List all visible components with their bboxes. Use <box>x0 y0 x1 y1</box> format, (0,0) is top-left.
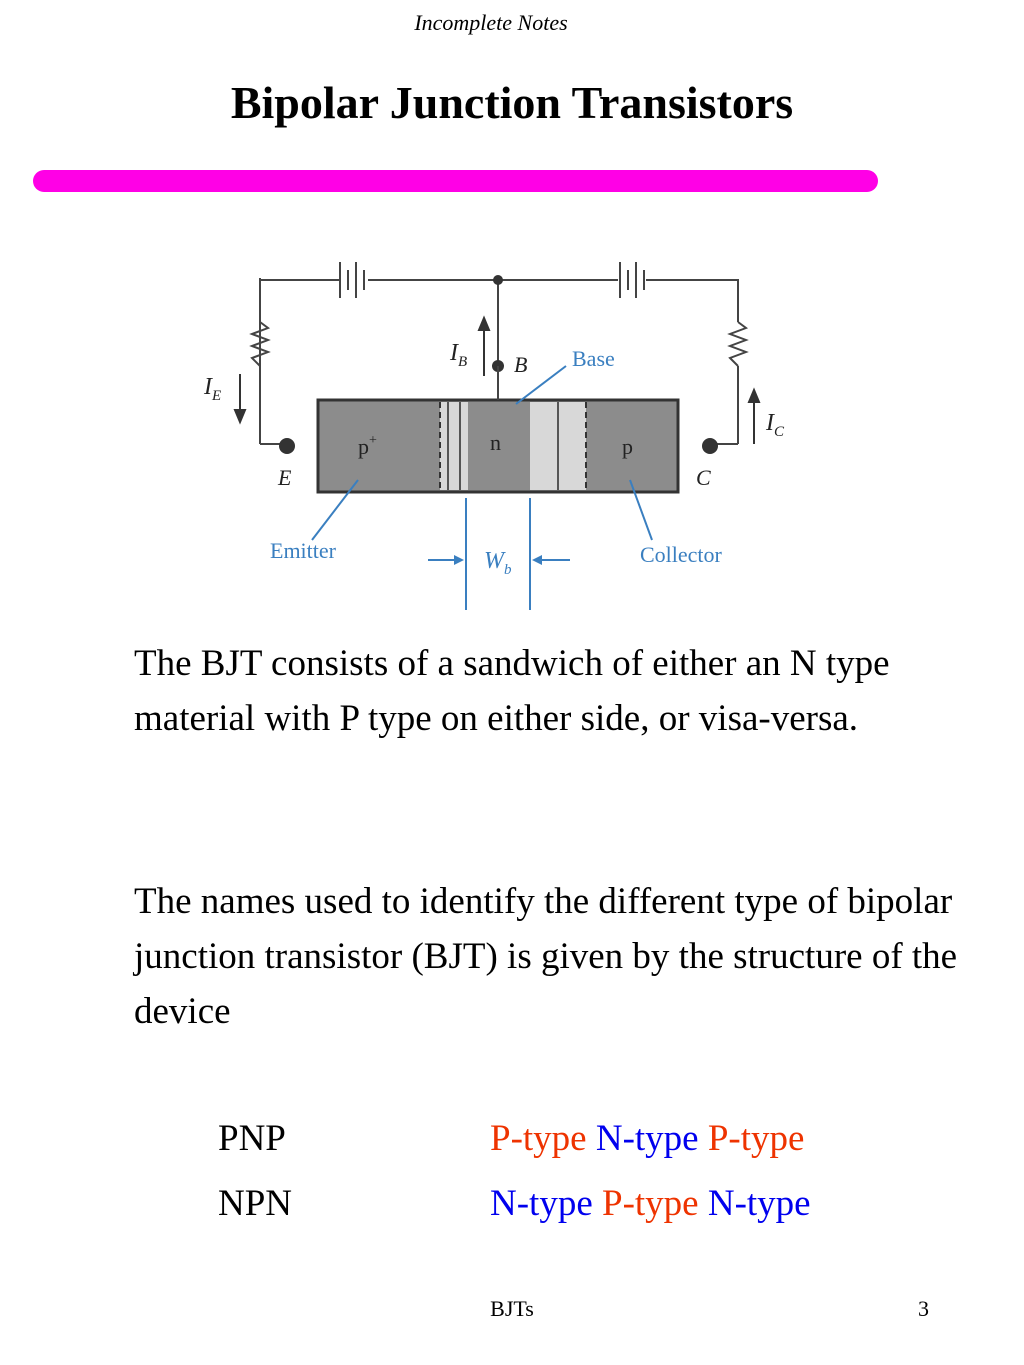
footer-title: BJTs <box>490 1296 534 1321</box>
layer-3: P-type <box>707 1118 805 1159</box>
layer-sequence: N-type P-type N-type <box>490 1182 811 1225</box>
callout-lines <box>311 365 653 610</box>
battery-left <box>339 262 365 298</box>
region-base-label: n <box>490 430 501 455</box>
layer-3: N-type <box>707 1183 811 1224</box>
current-ic-label: IC <box>765 410 785 440</box>
type-row-npn: NPN N-type P-type N-type <box>0 1182 1024 1237</box>
layer-1: N-type <box>490 1183 593 1224</box>
emitter-callout-label: Emitter <box>270 538 337 563</box>
type-name: PNP <box>218 1118 286 1159</box>
bjt-diagram: p+ n p B E C IB IE IC Base Emitter Colle… <box>203 262 785 610</box>
layer-2: N-type <box>595 1118 699 1159</box>
layer-2: P-type <box>602 1183 699 1224</box>
paragraph-bjt-structure: The BJT consists of a sandwich of either… <box>134 643 890 739</box>
base-width-label: Wb <box>484 548 512 578</box>
terminal-c-label: C <box>696 465 711 490</box>
collector-callout-label: Collector <box>640 542 723 567</box>
region-collector-label: p <box>622 434 633 459</box>
collector-terminal-dot <box>702 438 718 454</box>
resistor-right <box>727 321 749 367</box>
resistor-left <box>249 321 271 367</box>
layer-1: P-type <box>490 1118 587 1159</box>
battery-right <box>619 262 645 298</box>
title-rule <box>33 170 878 192</box>
terminal-e-label: E <box>277 465 292 490</box>
region-emitter-label: p+ <box>358 433 377 459</box>
type-row-pnp: PNP P-type N-type P-type <box>0 1117 1024 1172</box>
page-title: Bipolar Junction Transistors <box>230 77 794 128</box>
page-number: 3 <box>918 1296 929 1321</box>
header-note: Incomplete Notes <box>414 10 568 35</box>
emitter-terminal-dot <box>279 438 295 454</box>
paragraph-bjt-names: The names used to identify the different… <box>134 881 958 1032</box>
circuit-wires <box>259 278 739 445</box>
current-ib-label: IB <box>449 340 467 370</box>
base-junction-dot <box>493 275 503 285</box>
type-name: NPN <box>218 1183 293 1224</box>
layer-sequence: P-type N-type P-type <box>490 1117 804 1160</box>
current-arrows <box>233 315 761 444</box>
current-ie-label: IE <box>203 374 221 404</box>
base-callout-label: Base <box>572 346 615 371</box>
terminal-b-label: B <box>514 352 527 377</box>
